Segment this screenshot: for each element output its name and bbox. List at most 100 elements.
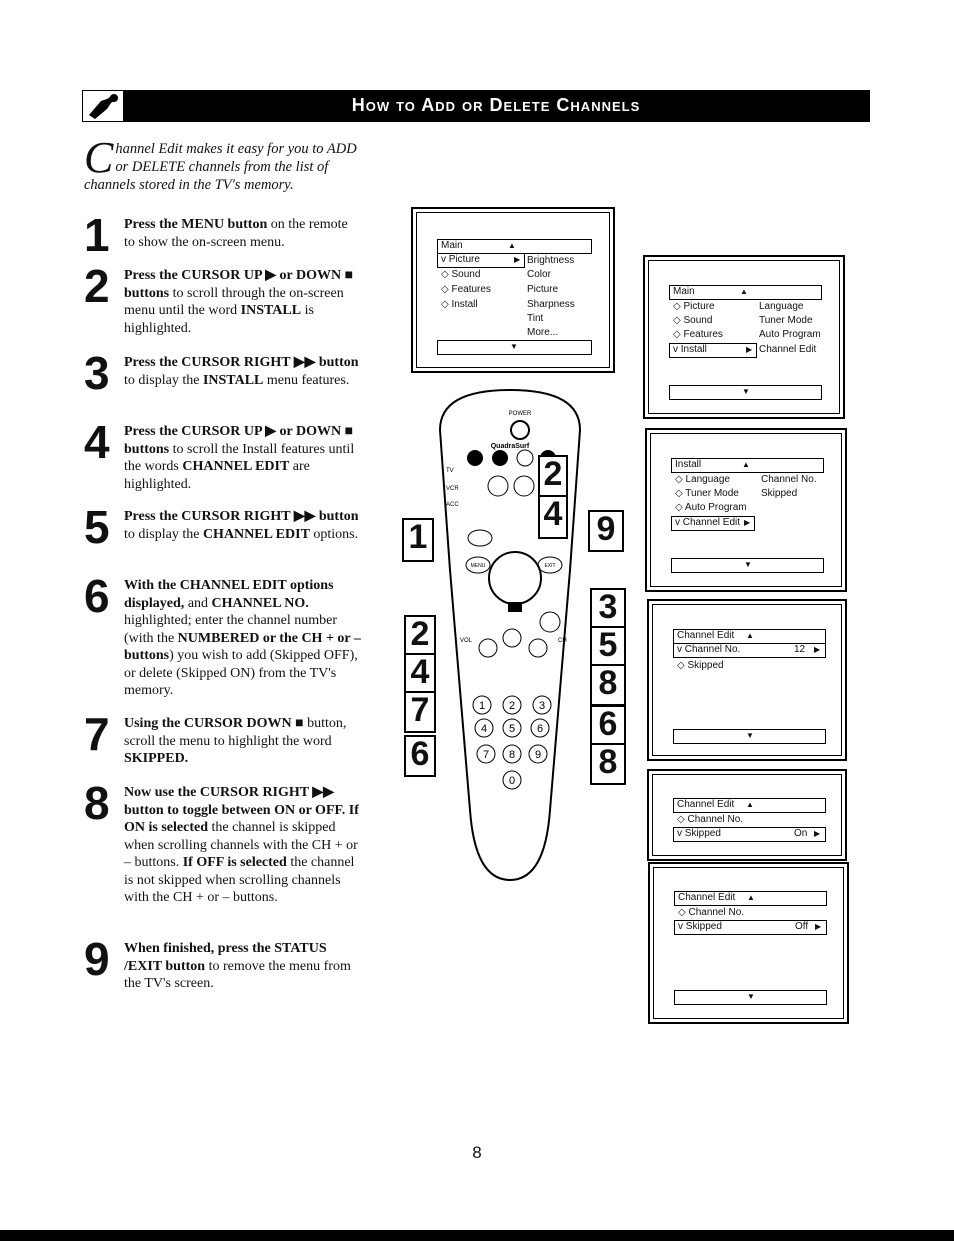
right-arrow-icon: ▶	[746, 345, 753, 354]
page-title: How to Add or Delete Channels	[351, 95, 641, 115]
auto-sound-button	[467, 529, 493, 547]
menu-item: ◇ Features	[441, 284, 491, 295]
svg-text:4: 4	[481, 723, 487, 735]
tv-screen-main-2: Main▲ ◇ Picture ◇ Sound ◇ Features v Ins…	[643, 255, 845, 419]
menu-highlight: v Channel No. 12 ▶	[673, 643, 826, 658]
svg-text:8: 8	[509, 749, 515, 761]
up-arrow-icon: ▲	[508, 241, 516, 250]
step-text: When finished, press the STATUS /EXIT bu…	[124, 941, 351, 991]
step-text: Now use the CURSOR RIGHT ▶▶ button to to…	[124, 785, 359, 905]
tv-screen-install: Install▲ ◇ Language ◇ Tuner Mode ◇ Auto …	[645, 428, 847, 592]
menu-bottom-bar: ▼	[674, 990, 827, 1005]
up-arrow-icon: ▲	[740, 287, 748, 296]
menu-title-bar: Main ▲	[437, 239, 592, 254]
menu-item: ◇ Auto Program	[675, 502, 747, 513]
up-arrow-icon: ▲	[746, 631, 754, 640]
submenu-item: Auto Program	[759, 329, 821, 340]
svg-text:3: 3	[539, 700, 545, 712]
digit-6-button	[530, 718, 550, 738]
menu-item: v Skipped	[678, 921, 722, 932]
tag-step-6b: 6	[590, 705, 626, 747]
power-label: POWER	[509, 411, 532, 417]
digit-5-button	[502, 718, 522, 738]
step-number: 4	[84, 416, 110, 468]
tv-screen-channel-edit-3: Channel Edit▲ ◇ Channel No. v Skipped Off…	[648, 862, 849, 1024]
step-number: 6	[84, 570, 110, 622]
smile-button-left	[487, 475, 509, 497]
ch-plus-button	[539, 611, 561, 633]
svg-text:7: 7	[483, 749, 489, 761]
svg-text:6: 6	[537, 723, 543, 735]
bottom-rule	[0, 1230, 954, 1241]
step-text: Press the CURSOR UP ▶ or DOWN ■ buttons …	[124, 268, 354, 336]
menu-item: ◇ Channel No.	[677, 814, 744, 825]
menu-item: ◇ Skipped	[677, 660, 724, 671]
step-number: 1	[84, 209, 110, 261]
svg-text:1: 1	[479, 700, 485, 712]
vol-minus-button	[478, 638, 498, 658]
submenu-item: More...	[527, 327, 559, 338]
step-number: 7	[84, 708, 110, 760]
tag-step-5: 5	[590, 626, 626, 668]
menu-title-bar: Channel Edit ▲	[673, 629, 826, 644]
skipped-value: On	[794, 828, 808, 839]
menu-button	[465, 556, 491, 574]
vcr-label: VCR	[446, 486, 459, 492]
tv-screen-channel-edit-1: Channel Edit ▲ v Channel No. 12 ▶ ◇ Skipped…	[647, 599, 847, 761]
smile-button-right	[513, 475, 535, 497]
right-arrow-icon: ▶	[514, 255, 521, 264]
menu-bottom-bar: ▼	[437, 340, 592, 355]
digit-0-button	[502, 770, 522, 790]
menu-item: ◇ Features	[673, 329, 723, 340]
menu-title: Channel Edit	[677, 799, 735, 810]
menu-item: v Channel Edit	[675, 517, 741, 528]
down-arrow-icon: ▼	[510, 342, 518, 351]
digit-9-button	[528, 744, 548, 764]
menu-bottom-bar: ▼	[669, 385, 822, 400]
skipped-value: Off	[795, 921, 809, 932]
step-number: 2	[84, 260, 110, 312]
tool-icon	[83, 91, 125, 121]
menu-item: v Channel No.	[677, 644, 741, 655]
tv-screen-main-1: Main▲ v Picture▶ ◇ Sound ◇ Features ◇ In…	[411, 207, 615, 373]
power-icon	[510, 420, 530, 440]
menu-item: ◇ Channel No.	[678, 907, 745, 918]
submenu-item: Tuner Mode	[759, 315, 813, 326]
ch-label: CH	[558, 638, 567, 644]
step-number: 5	[84, 501, 110, 553]
menu-title-bar: Install ▲	[671, 458, 824, 473]
submenu-item: Tint	[527, 313, 544, 324]
menu-title-bar: Channel Edit▲	[674, 891, 827, 906]
channel-value: 12	[794, 644, 806, 655]
menu-title: Install	[675, 459, 702, 470]
submenu-item: Language	[759, 301, 804, 312]
up-arrow-icon: ▲	[742, 460, 750, 469]
tag-step-6: 6	[404, 735, 436, 777]
digit-8-button	[502, 744, 522, 764]
right-arrow-icon: ▶	[744, 518, 751, 527]
step-text: Press the CURSOR UP ▶ or DOWN ■ buttons …	[124, 424, 355, 492]
down-arrow-icon: ▼	[747, 992, 755, 1001]
menu-highlight: v Channel Edit▶	[671, 516, 755, 531]
mute-button	[502, 628, 522, 648]
submenu-item: Picture	[527, 284, 559, 295]
down-arrow-icon: ▼	[744, 560, 752, 569]
step-number: 3	[84, 347, 110, 399]
right-arrow-icon: ▶	[814, 645, 821, 654]
step-number: 8	[84, 777, 110, 829]
menu-title-bar: Main▲	[669, 285, 822, 300]
tag-step-3: 3	[590, 588, 626, 630]
svg-text:5: 5	[509, 723, 515, 735]
submenu-item: Sharpness	[527, 299, 575, 310]
page-number: 8	[472, 1143, 482, 1162]
vol-label: VOL	[460, 638, 473, 644]
menu-item: ◇ Language	[675, 474, 730, 485]
svg-text:2: 2	[509, 700, 515, 712]
menu-title: Main	[441, 240, 463, 251]
step-text: Using the CURSOR DOWN ■ button, scroll t…	[124, 716, 347, 766]
menu-title: Channel Edit	[677, 630, 735, 641]
submenu-item: Brightness	[527, 255, 575, 266]
tag-step-2b: 2	[404, 615, 436, 657]
digit-7-button	[476, 744, 496, 764]
tag-step-2: 2	[538, 455, 568, 499]
